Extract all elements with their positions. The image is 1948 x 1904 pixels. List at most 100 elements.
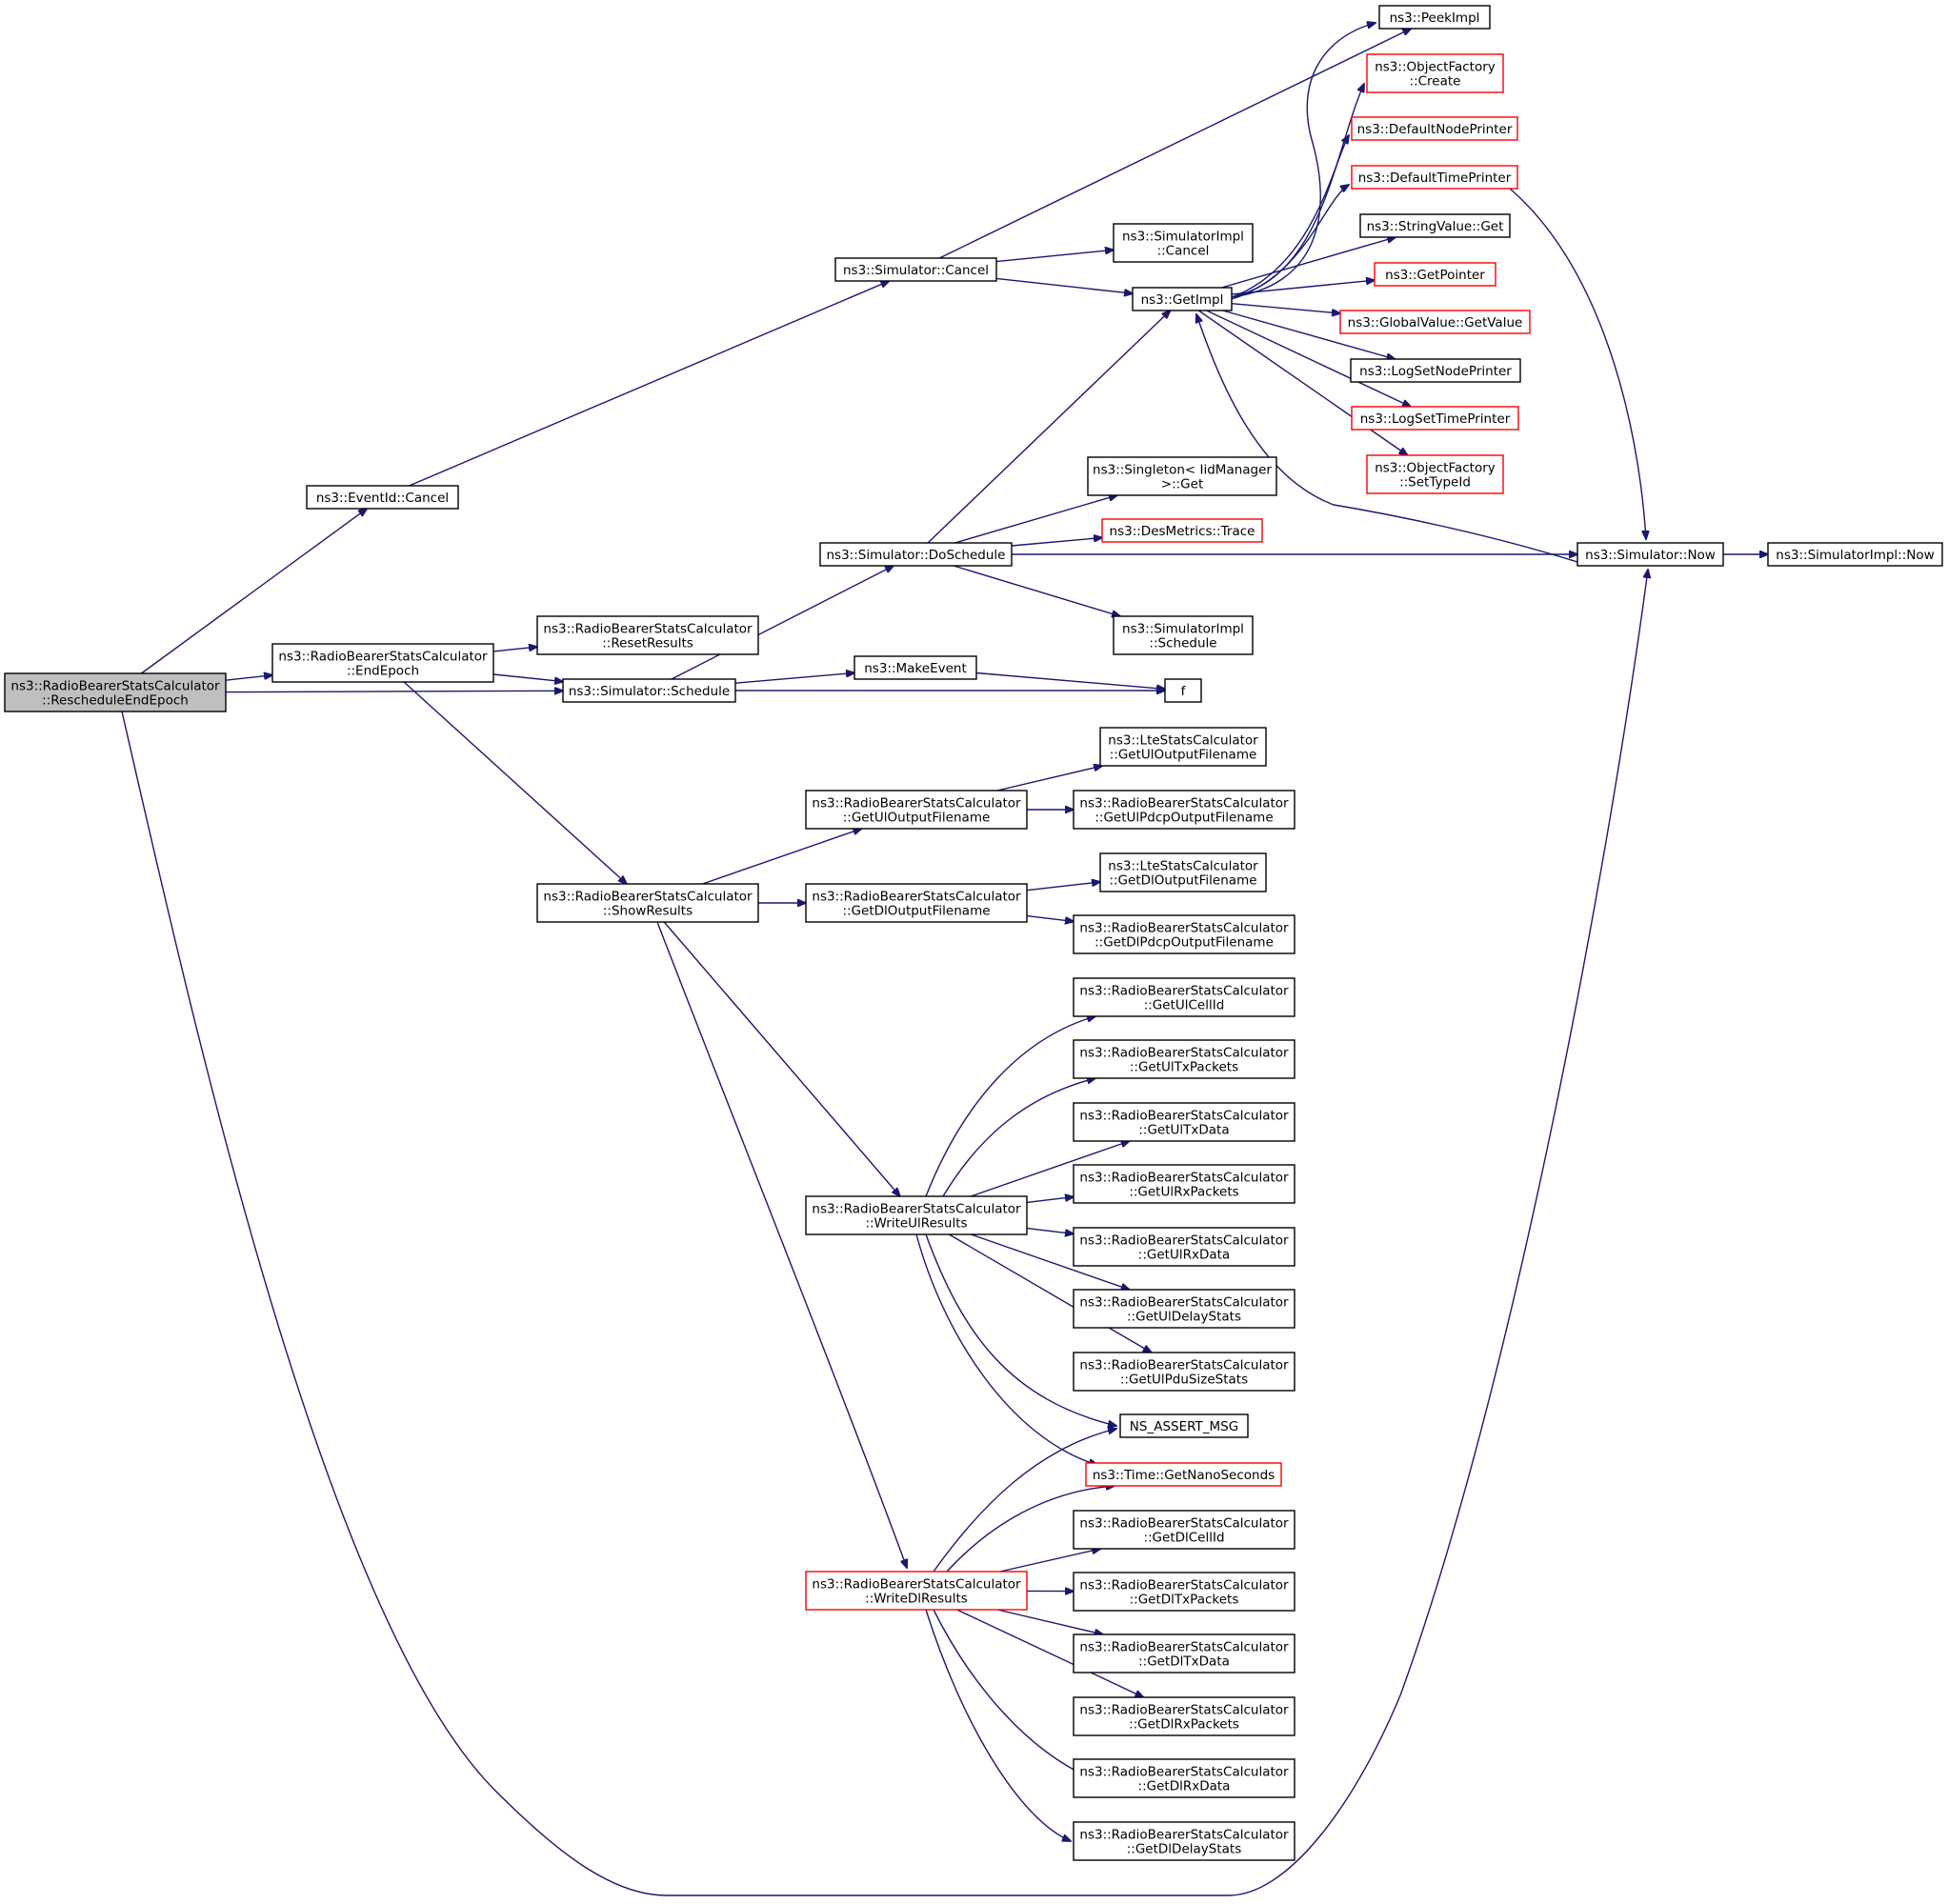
node-getdldelay[interactable]: ns3::RadioBearerStatsCalculator::GetDlDe… [1073,1821,1295,1861]
node-box [1351,406,1519,431]
node-label: ns3::RadioBearerStatsCalculator [812,796,1021,812]
node-label: ::GetUlCellId [1144,998,1225,1013]
node-defaultnodeprinter[interactable]: ns3::DefaultNodePrinter [1351,116,1518,141]
node-box [819,542,1013,567]
node-getdlpdcp[interactable]: ns3::RadioBearerStatsCalculator::GetDlPd… [1073,914,1295,954]
node-simcancel[interactable]: ns3::Simulator::Cancel [834,257,997,282]
node-label: ns3::RadioBearerStatsCalculator [1079,1109,1289,1124]
node-label: ns3::RadioBearerStatsCalculator [1079,796,1289,812]
edge-root-to-simnow [121,570,1648,1896]
node-objfactorysettype[interactable]: ns3::ObjectFactory::SetTypeId [1366,454,1504,494]
node-label: ns3::RadioBearerStatsCalculator [1079,921,1289,936]
node-getulrxpackets[interactable]: ns3::RadioBearerStatsCalculator::GetUlRx… [1073,1164,1295,1204]
node-nsassert[interactable]: NS_ASSERT_MSG [1119,1413,1249,1438]
node-getulpdusize[interactable]: ns3::RadioBearerStatsCalculator::GetUlPd… [1073,1352,1295,1392]
edge-schedule-to-doschedule [671,566,894,680]
edge-showresults-to-getuloutput [702,829,862,885]
edge-showresults-to-writeul [663,921,900,1196]
node-label: ns3::RadioBearerStatsCalculator [1079,1233,1289,1249]
edge-makeevent-to-f [975,671,1165,690]
node-box [1366,454,1504,494]
node-label: ns3::RadioBearerStatsCalculator [1079,1640,1289,1655]
node-singleton[interactable]: ns3::Singleton< IidManager>::Get [1087,456,1277,496]
node-getdlrxdata[interactable]: ns3::RadioBearerStatsCalculator::GetDlRx… [1073,1758,1295,1798]
node-getultxdata[interactable]: ns3::RadioBearerStatsCalculator::GetUlTx… [1073,1102,1295,1142]
node-getulpdcp[interactable]: ns3::RadioBearerStatsCalculator::GetUlPd… [1073,790,1295,830]
edge-writedl-to-getnanoseconds [946,1486,1115,1573]
node-label: ns3::SimulatorImpl::Now [1776,548,1934,563]
node-schedule[interactable]: ns3::Simulator::Schedule [562,678,736,703]
node-label: ns3::RadioBearerStatsCalculator [1079,1828,1289,1843]
node-label: ns3::GetImpl [1141,292,1224,308]
node-simimplnow[interactable]: ns3::SimulatorImpl::Now [1767,542,1943,567]
node-getulcellid[interactable]: ns3::RadioBearerStatsCalculator::GetUlCe… [1073,977,1295,1017]
node-simimplcancel[interactable]: ns3::SimulatorImpl::Cancel [1113,223,1254,263]
node-label: ns3::Simulator::Cancel [843,263,989,278]
node-getuldelay[interactable]: ns3::RadioBearerStatsCalculator::GetUlDe… [1073,1289,1295,1329]
node-label: ::WriteUlResults [865,1216,967,1232]
node-getulrxdata[interactable]: ns3::RadioBearerStatsCalculator::GetUlRx… [1073,1227,1295,1267]
node-label: ::GetUlDelayStats [1127,1310,1241,1325]
node-getnanoseconds[interactable]: ns3::Time::GetNanoSeconds [1085,1462,1282,1487]
node-box [1359,213,1511,238]
node-doschedule[interactable]: ns3::Simulator::DoSchedule [819,542,1013,567]
edge-getimpl-to-stringvalueget [1221,237,1396,289]
node-getdlcellid[interactable]: ns3::RadioBearerStatsCalculator::GetDlCe… [1073,1510,1295,1550]
node-label: f [1181,684,1187,699]
node-label: ns3::SimulatorImpl [1122,622,1244,637]
edge-getimpl-to-defaulttimeprinter [1231,185,1349,300]
node-getultxpackets[interactable]: ns3::RadioBearerStatsCalculator::GetUlTx… [1073,1039,1295,1079]
node-box [1073,1289,1295,1329]
node-eventcancel[interactable]: ns3::EventId::Cancel [306,485,459,510]
edge-simnow-to-getimpl [1196,314,1578,563]
node-label: ns3::RadioBearerStatsCalculator [1079,1703,1289,1718]
node-box [1119,1413,1249,1438]
node-label: ns3::RadioBearerStatsCalculator [1079,1295,1289,1311]
node-box [1378,5,1491,30]
node-logsettime[interactable]: ns3::LogSetTimePrinter [1351,406,1519,431]
node-objfactorycreate[interactable]: ns3::ObjectFactory::Create [1366,53,1504,93]
node-ltegetdl[interactable]: ns3::LteStatsCalculator::GetDlOutputFile… [1099,852,1267,892]
node-getdloutput[interactable]: ns3::RadioBearerStatsCalculator::GetDlOu… [805,883,1028,923]
node-stringvalueget[interactable]: ns3::StringValue::Get [1359,213,1511,238]
node-box [805,1195,1028,1235]
node-resetresults[interactable]: ns3::RadioBearerStatsCalculator::ResetRe… [536,615,759,655]
node-getdltxdata[interactable]: ns3::RadioBearerStatsCalculator::GetDlTx… [1073,1633,1295,1674]
node-writeul[interactable]: ns3::RadioBearerStatsCalculator::WriteUl… [805,1195,1028,1235]
node-writedl[interactable]: ns3::RadioBearerStatsCalculator::WriteDl… [805,1571,1028,1611]
node-box [1113,223,1254,263]
edge-writeul-to-getnanoseconds [915,1233,1097,1465]
node-logsetnode[interactable]: ns3::LogSetNodePrinter [1350,358,1521,383]
node-label: ns3::Simulator::DoSchedule [827,548,1006,563]
node-getdlrxpackets[interactable]: ns3::RadioBearerStatsCalculator::GetDlRx… [1073,1696,1295,1736]
node-label: ns3::GetPointer [1385,268,1485,283]
edge-simcancel-to-getimpl [995,277,1133,293]
node-box [1374,262,1496,287]
node-makeevent[interactable]: ns3::MakeEvent [854,655,977,680]
node-getdltxpackets[interactable]: ns3::RadioBearerStatsCalculator::GetDlTx… [1073,1572,1295,1612]
node-label: ns3::Simulator::Schedule [569,684,730,699]
node-box [1132,287,1233,311]
node-ltegetul[interactable]: ns3::LteStatsCalculator::GetUlOutputFile… [1099,727,1267,767]
node-label: ns3::RadioBearerStatsCalculator [543,622,753,637]
node-label: ::GetDlCellId [1143,1531,1224,1546]
edge-endepoch-to-resetresults [492,647,537,652]
node-endepoch[interactable]: ns3::RadioBearerStatsCalculator::EndEpoc… [271,643,494,683]
node-getuloutput[interactable]: ns3::RadioBearerStatsCalculator::GetUlOu… [805,790,1028,830]
node-f[interactable]: f [1164,678,1202,703]
node-box [271,643,494,683]
node-label: ::GetUlPduSizeStats [1120,1373,1248,1388]
edge-simcancel-to-simimplcancel [995,250,1114,263]
node-getpointer[interactable]: ns3::GetPointer [1374,262,1496,287]
node-getimpl[interactable]: ns3::GetImpl [1132,287,1233,311]
node-root[interactable]: ns3::RadioBearerStatsCalculator::Resched… [4,672,227,712]
node-label: ns3::DefaultTimePrinter [1358,170,1512,186]
node-globalvalue[interactable]: ns3::GlobalValue::GetValue [1339,310,1531,334]
node-label: ::GetDlOutputFilename [1109,873,1256,889]
node-simnow[interactable]: ns3::Simulator::Now [1576,542,1724,567]
node-simimplschedule[interactable]: ns3::SimulatorImpl::Schedule [1113,615,1254,655]
node-defaulttimeprinter[interactable]: ns3::DefaultTimePrinter [1351,165,1518,190]
node-showresults[interactable]: ns3::RadioBearerStatsCalculator::ShowRes… [536,883,759,923]
node-peekimpl[interactable]: ns3::PeekImpl [1378,5,1491,30]
node-desmetrics[interactable]: ns3::DesMetrics::Trace [1101,518,1263,543]
